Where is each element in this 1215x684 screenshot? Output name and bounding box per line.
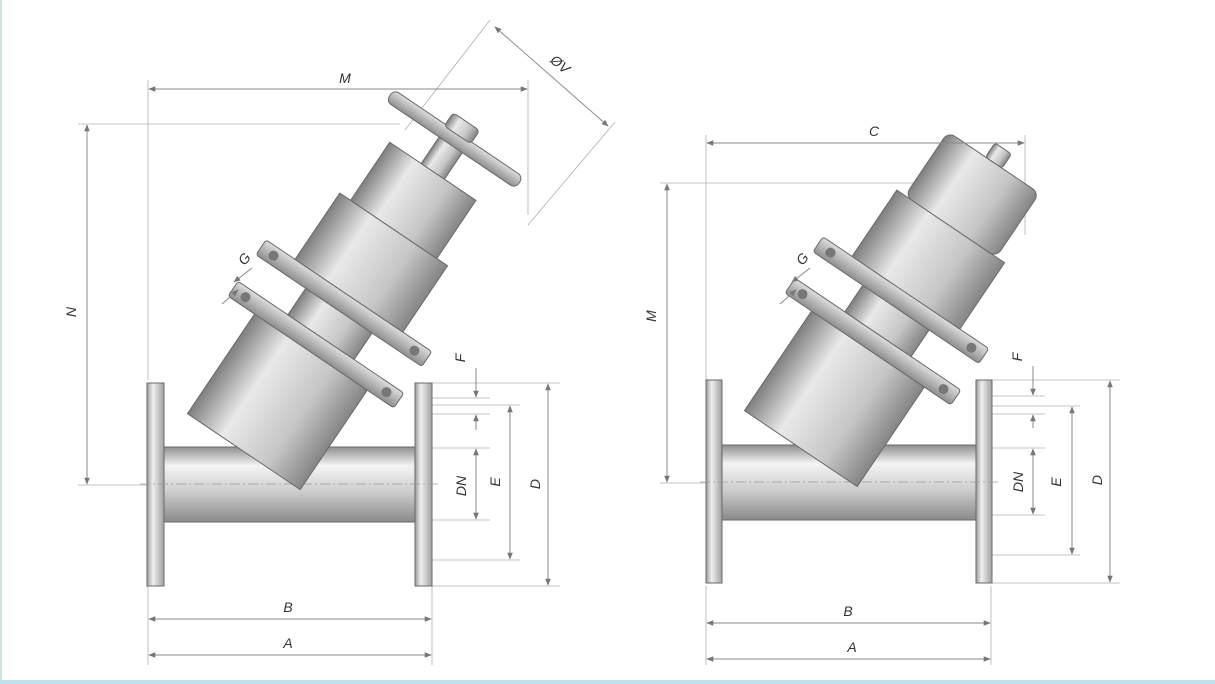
label-v: ØV: [547, 51, 575, 78]
label-a: A: [282, 635, 292, 651]
dim-g: [779, 289, 797, 305]
bolt-icon: [797, 289, 808, 300]
label-d: D: [527, 479, 543, 489]
label-c: C: [869, 123, 880, 139]
dim-g: [233, 267, 253, 283]
label-f: F: [1009, 351, 1025, 361]
inlet-flange: [146, 382, 165, 587]
outlet-flange: [414, 382, 433, 587]
bonnet-assembly: [186, 91, 522, 491]
bolt-icon: [381, 387, 392, 398]
label-dn: DN: [453, 475, 469, 496]
label-g: G: [235, 249, 254, 268]
label-f: F: [452, 352, 468, 362]
handwheel-valve-view: M ØV N G F DN E D B A: [63, 19, 616, 665]
bolt-icon: [409, 345, 420, 356]
dim-g: [221, 289, 239, 305]
handwheel-hub: [445, 113, 479, 143]
bolt-icon: [825, 247, 836, 258]
actuator-assembly: [743, 134, 1037, 488]
bolt-icon: [966, 342, 977, 353]
label-e: E: [487, 477, 503, 487]
frame-bottom: [0, 680, 1215, 684]
frame-left: [0, 0, 2, 684]
ext-line: [527, 121, 616, 226]
label-d: D: [1089, 475, 1105, 485]
actuated-valve-view: C M G F DN E D B A: [643, 123, 1120, 665]
label-b: B: [843, 603, 852, 619]
label-m: M: [643, 310, 659, 322]
bolt-icon: [938, 384, 949, 395]
actuator-cap: [986, 143, 1011, 168]
dim-v: [494, 26, 609, 127]
label-b: B: [283, 599, 292, 615]
bolt-icon: [268, 250, 279, 261]
outlet-flange: [975, 379, 993, 584]
label-n: N: [63, 306, 79, 317]
dim-g: [791, 267, 811, 283]
label-m: M: [339, 70, 351, 86]
label-a: A: [846, 639, 856, 655]
label-g: G: [793, 249, 812, 268]
label-dn: DN: [1010, 471, 1026, 492]
label-e: E: [1048, 477, 1064, 487]
bolt-icon: [240, 292, 251, 303]
inlet-flange: [705, 379, 723, 584]
